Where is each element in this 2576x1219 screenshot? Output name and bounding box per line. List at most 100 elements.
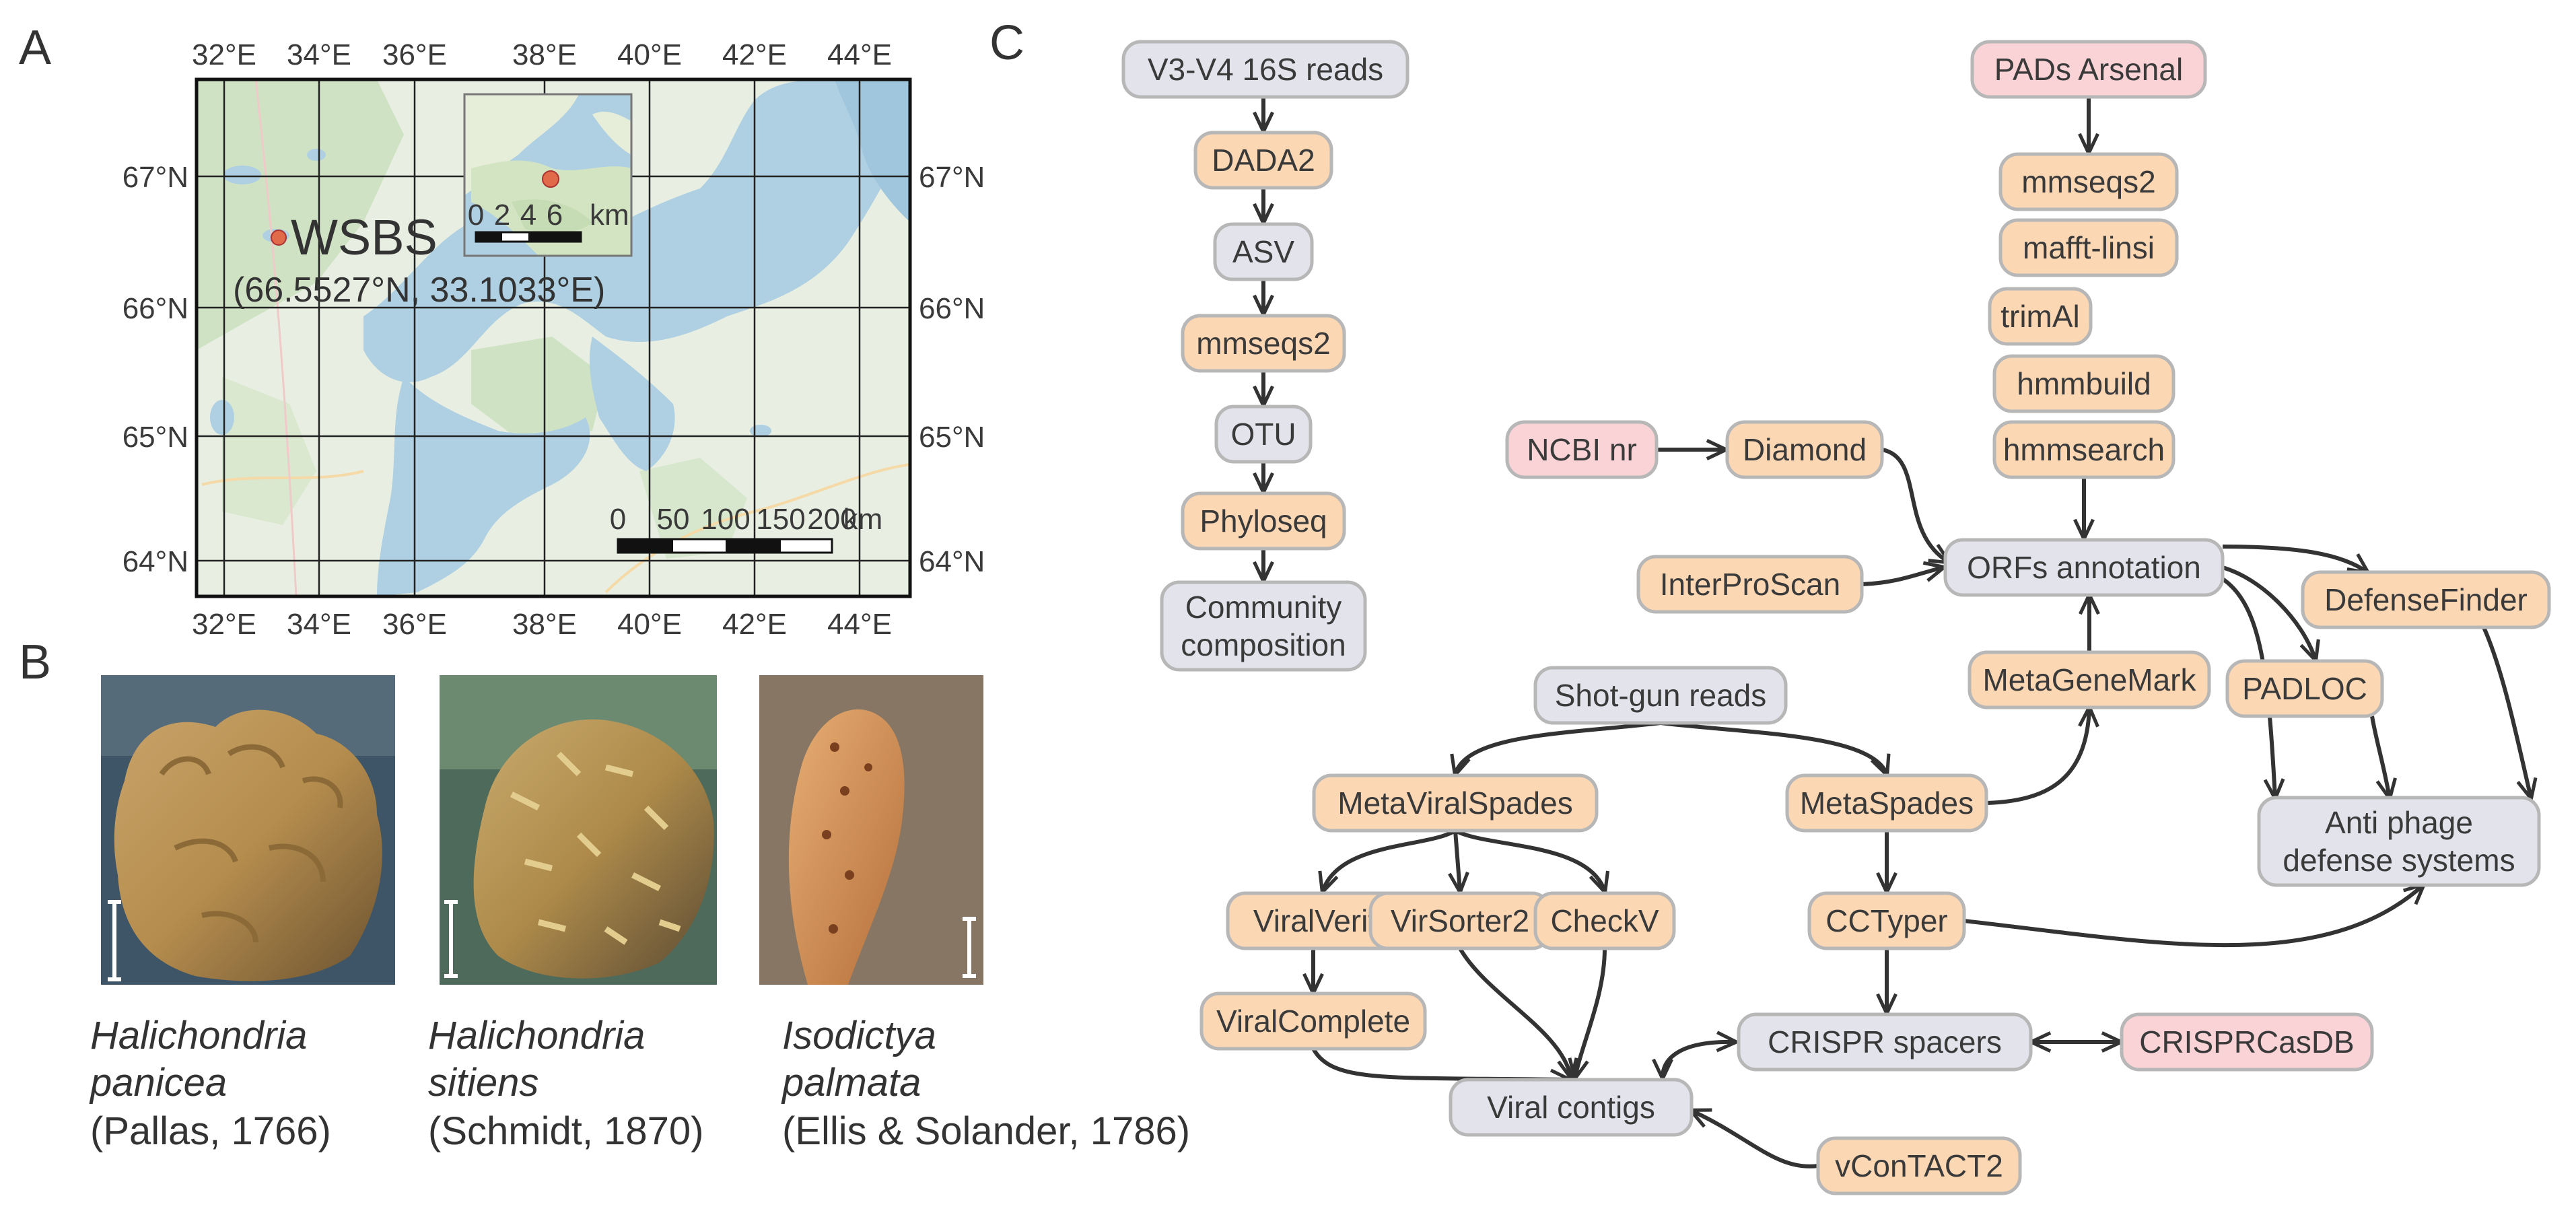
edge-diamond-orfs	[1881, 448, 1949, 562]
node-label: V3-V4 16S reads	[1148, 52, 1383, 87]
lon-label-bottom: 38°E	[512, 608, 577, 641]
lat-label-right: 67°N	[919, 161, 985, 194]
node-label: hmmsearch	[2003, 432, 2165, 467]
lat-label-right: 64°N	[919, 545, 985, 578]
inset-scale-tick: km	[590, 199, 629, 232]
node-label: composition	[1181, 627, 1346, 662]
lon-label-top: 38°E	[512, 38, 577, 71]
node-mafft: mafft-linsi	[1998, 218, 2179, 277]
lat-labels-right: 67°N66°N65°N64°N	[919, 161, 985, 578]
node-label: Viral contigs	[1487, 1090, 1655, 1125]
species-1-epithet: panicea	[89, 1061, 227, 1105]
pipeline-edges	[1263, 97, 2531, 1169]
node-label: vConTACT2	[1835, 1148, 2003, 1183]
node-metaspades: MetaSpades	[1785, 773, 1988, 833]
edge-padloc-antiphage	[2370, 716, 2390, 798]
lon-label-bottom: 34°E	[287, 608, 351, 641]
main-scale-tick: 150	[756, 503, 805, 536]
node-viralcomplete: ViralComplete	[1199, 991, 1427, 1051]
lon-label-bottom: 32°E	[192, 608, 256, 641]
node-vcontact: vConTACT2	[1816, 1136, 2022, 1195]
node-virsorter: VirSorter2	[1368, 891, 1552, 950]
lon-label-top: 32°E	[192, 38, 256, 71]
node-label: trimAl	[2000, 299, 2080, 334]
node-label: hmmbuild	[2017, 366, 2151, 401]
lon-label-top: 34°E	[287, 38, 351, 71]
node-label: MetaGeneMark	[1982, 662, 2196, 697]
site-name: WSBS	[291, 209, 438, 265]
node-ncbi: NCBI nr	[1505, 420, 1659, 479]
main-scale-tick: 0	[610, 503, 626, 536]
node-label: Diamond	[1743, 432, 1867, 467]
node-hmmsearch: hmmsearch	[1992, 420, 2175, 479]
node-label: PADLOC	[2242, 671, 2367, 706]
specimen-photo-2	[440, 675, 717, 985]
species-3-genus: Isodictya	[782, 1014, 936, 1057]
specimen-photo-3	[759, 675, 983, 985]
node-label: CheckV	[1550, 903, 1659, 938]
lon-label-top: 40°E	[617, 38, 682, 71]
lat-label-left: 66°N	[123, 292, 188, 325]
edge-metaspades-metagenemark	[1986, 708, 2089, 805]
inset-scale-tick: 0	[468, 199, 484, 232]
edge-orfs-padloc	[2222, 565, 2316, 660]
edge-metaviral-viralverify	[1323, 829, 1457, 891]
node-interpro: InterProScan	[1636, 555, 1864, 614]
edge-shotgun-metaspades	[1660, 721, 1887, 774]
edge-orfs-antiphage	[2221, 577, 2275, 798]
lon-label-top: 36°E	[382, 38, 447, 71]
lat-label-left: 65°N	[123, 421, 188, 454]
node-label: Phyloseq	[1199, 503, 1327, 538]
node-label: mmseqs2	[1196, 326, 1330, 361]
node-mmseqs_b: mmseqs2	[1998, 152, 2179, 211]
edge-shotgun-metaviral	[1455, 721, 1661, 774]
node-label: ViralComplete	[1216, 1004, 1410, 1039]
species-caption-3: Isodictya palmata (Ellis & Solander, 178…	[781, 1014, 1190, 1153]
edge-virsorter-viral	[1458, 947, 1571, 1078]
inset-scale-tick: 4	[520, 199, 536, 232]
species-1-genus: Halichondria	[90, 1014, 307, 1057]
species-3-epithet: palmata	[781, 1061, 921, 1105]
node-otu: OTU	[1214, 405, 1313, 464]
white-sea	[363, 79, 910, 382]
lon-label-bottom: 36°E	[382, 608, 447, 641]
inset-scale-tick: 2	[494, 199, 510, 232]
node-shotgun: Shot-gun reads	[1533, 666, 1788, 725]
node-label: MetaViralSpades	[1337, 786, 1572, 821]
node-label: Community	[1185, 590, 1342, 625]
lat-label-right: 65°N	[919, 421, 985, 454]
node-label: DADA2	[1212, 143, 1315, 178]
edge-vcontact-viral	[1692, 1111, 1819, 1169]
lat-label-left: 64°N	[123, 545, 188, 578]
panel-a-label: A	[19, 21, 51, 75]
wsbs-marker	[271, 230, 287, 246]
node-mmseqs_a: mmseqs2	[1181, 314, 1346, 373]
node-label: ORFs annotation	[1967, 550, 2201, 585]
lon-label-bottom: 44°E	[827, 608, 892, 641]
species-2-epithet: sitiens	[428, 1061, 538, 1105]
specimen-photo-1	[101, 675, 395, 985]
node-padloc: PADLOC	[2225, 659, 2384, 718]
node-hmmbuild: hmmbuild	[1992, 354, 2175, 413]
node-label: defense systems	[2283, 843, 2515, 878]
node-label: mmseqs2	[2021, 164, 2155, 199]
node-crispr: CRISPR spacers	[1737, 1012, 2033, 1072]
node-crisprdb: CRISPRCasDB	[2120, 1012, 2374, 1072]
node-label: OTU	[1230, 417, 1296, 452]
edge-interpro-orfs	[1861, 567, 1943, 586]
panel-b-label: B	[19, 635, 51, 689]
species-1-authority: (Pallas, 1766)	[90, 1109, 331, 1153]
lat-label-left: 67°N	[123, 161, 188, 194]
main-scale-tick: km	[843, 503, 883, 536]
node-v34: V3-V4 16S reads	[1121, 40, 1409, 99]
node-asv: ASV	[1213, 222, 1314, 281]
edge-crispr-viral	[1663, 1042, 1735, 1078]
node-label: MetaSpades	[1800, 786, 1974, 821]
species-3-authority: (Ellis & Solander, 1786)	[782, 1109, 1190, 1153]
node-label: CRISPR spacers	[1768, 1024, 2002, 1059]
